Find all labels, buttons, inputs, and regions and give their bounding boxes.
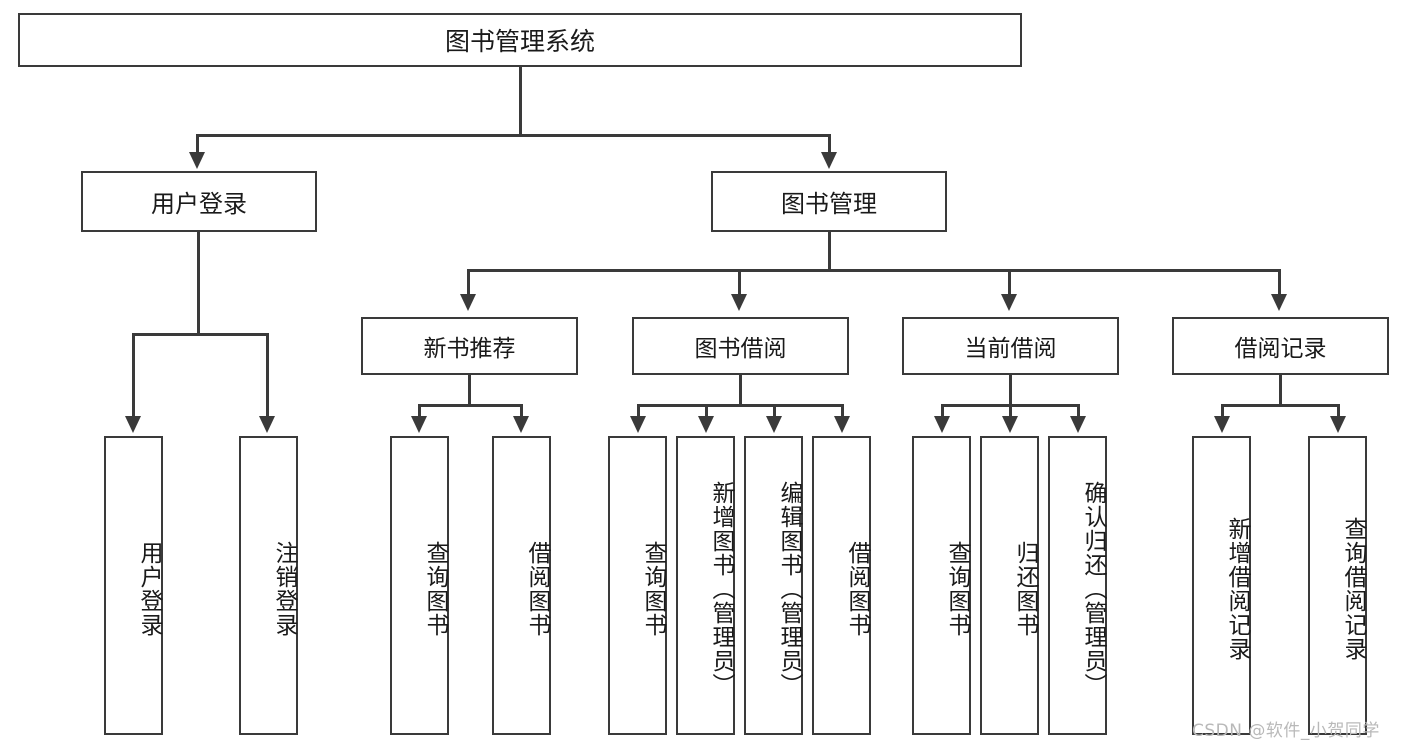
node-label: 新增借阅记录 [1224,516,1250,661]
connector-user-login-stem [197,232,200,335]
connector-current-borrow-leaf-1 [941,404,944,419]
leaf-logout[interactable]: 注销登录 [239,436,298,735]
arrowhead-new-book-leaf-1 [411,416,427,433]
watermark-text: CSDN @软件_小贺同学 [1192,721,1380,741]
arrowhead-book-borrow-leaf-3 [766,416,782,433]
connector-current-borrow-leaf-2 [1009,404,1012,419]
connector-level2-bus [467,269,1281,272]
connector-user-login-leaf-2 [266,333,269,419]
arrowhead-leaf-logout [259,416,275,433]
node-label: 图书管理系统 [444,27,595,56]
node-current-borrow[interactable]: 当前借阅 [902,317,1119,375]
arrowhead-current-borrow-leaf-2 [1002,416,1018,433]
node-label: 当前借阅 [964,336,1057,362]
connector-book-borrow-leaf-3 [773,404,776,419]
arrowhead-book-borrow-leaf-4 [834,416,850,433]
leaf-borrow-record-add-record[interactable]: 新增借阅记录 [1192,436,1251,735]
leaf-book-borrow-add-book-admin[interactable]: 新增图书（管理员） [676,436,735,735]
connector-book-borrow-leaf-2 [705,404,708,419]
arrowhead-user-login [189,152,205,169]
arrowhead-borrow-record [1271,294,1287,311]
leaf-current-borrow-return-book[interactable]: 归还图书 [980,436,1039,735]
connector-book-borrow-leaf-4 [841,404,844,419]
node-label: 查询图书 [422,540,448,637]
arrowhead-current-borrow-leaf-1 [934,416,950,433]
node-label: 新增图书（管理员） [708,480,734,697]
arrowhead-current-borrow [1001,294,1017,311]
node-label: 确认归还（管理员） [1080,480,1106,697]
connector-new-book-leaf-1 [418,404,421,419]
leaf-book-borrow-borrow-book[interactable]: 借阅图书 [812,436,871,735]
node-user-login[interactable]: 用户登录 [81,171,317,232]
connector-to-book-borrow [738,269,741,296]
connector-root-stem [519,67,522,134]
connector-root-to-book-management [828,134,831,156]
node-label: 查询借阅记录 [1340,516,1366,661]
connector-user-login-bus [132,333,269,336]
node-book-management[interactable]: 图书管理 [711,171,947,232]
connector-new-book-bus [418,404,523,407]
node-label: 图书借阅 [694,336,787,362]
arrowhead-new-book-leaf-2 [513,416,529,433]
leaf-current-borrow-confirm-return-admin[interactable]: 确认归还（管理员） [1048,436,1107,735]
connector-user-login-leaf-1 [132,333,135,419]
leaf-book-borrow-edit-book-admin[interactable]: 编辑图书（管理员） [744,436,803,735]
leaf-book-borrow-query-book[interactable]: 查询图书 [608,436,667,735]
arrowhead-borrow-record-leaf-1 [1214,416,1230,433]
connector-to-current-borrow [1008,269,1011,296]
node-borrow-record[interactable]: 借阅记录 [1172,317,1389,375]
connector-to-borrow-record [1278,269,1281,296]
node-label: 借阅图书 [844,540,870,637]
connector-borrow-record-leaf-1 [1221,404,1224,419]
connector-new-book-leaf-2 [520,404,523,419]
connector-book-management-stem [828,232,831,271]
connector-book-borrow-bus [637,404,844,407]
node-label: 借阅记录 [1234,336,1327,362]
arrowhead-book-management [821,152,837,169]
node-label: 新书推荐 [423,336,516,362]
node-label: 查询图书 [640,540,666,637]
node-label: 注销登录 [271,540,297,637]
connector-current-borrow-stem [1009,375,1012,406]
node-label: 图书管理 [781,190,877,218]
node-label: 归还图书 [1012,540,1038,637]
node-label: 借阅图书 [524,540,550,637]
connector-borrow-record-leaf-2 [1337,404,1340,419]
node-label: 编辑图书（管理员） [776,480,802,697]
leaf-current-borrow-query-book[interactable]: 查询图书 [912,436,971,735]
arrowhead-new-book-recommend [460,294,476,311]
arrowhead-book-borrow [731,294,747,311]
connector-root-to-user-login [196,134,199,156]
connector-to-new-book [467,269,470,296]
leaf-new-book-query-book[interactable]: 查询图书 [390,436,449,735]
arrowhead-book-borrow-leaf-2 [698,416,714,433]
node-label: 用户登录 [151,190,247,218]
node-label: 用户登录 [136,540,162,637]
arrowhead-borrow-record-leaf-2 [1330,416,1346,433]
node-label: 查询图书 [944,540,970,637]
node-new-book-recommend[interactable]: 新书推荐 [361,317,578,375]
connector-book-borrow-leaf-1 [637,404,640,419]
leaf-user-login[interactable]: 用户登录 [104,436,163,735]
connector-current-borrow-leaf-3 [1077,404,1080,419]
leaf-borrow-record-query-record[interactable]: 查询借阅记录 [1308,436,1367,735]
node-root-book-management-system[interactable]: 图书管理系统 [18,13,1022,67]
connector-new-book-stem [468,375,471,406]
connector-book-borrow-stem [739,375,742,406]
arrowhead-leaf-user-login [125,416,141,433]
connector-borrow-record-bus [1221,404,1340,407]
arrowhead-current-borrow-leaf-3 [1070,416,1086,433]
node-book-borrow[interactable]: 图书借阅 [632,317,849,375]
connector-root-bus [196,134,831,137]
leaf-new-book-borrow-book[interactable]: 借阅图书 [492,436,551,735]
arrowhead-book-borrow-leaf-1 [630,416,646,433]
connector-borrow-record-stem [1279,375,1282,406]
